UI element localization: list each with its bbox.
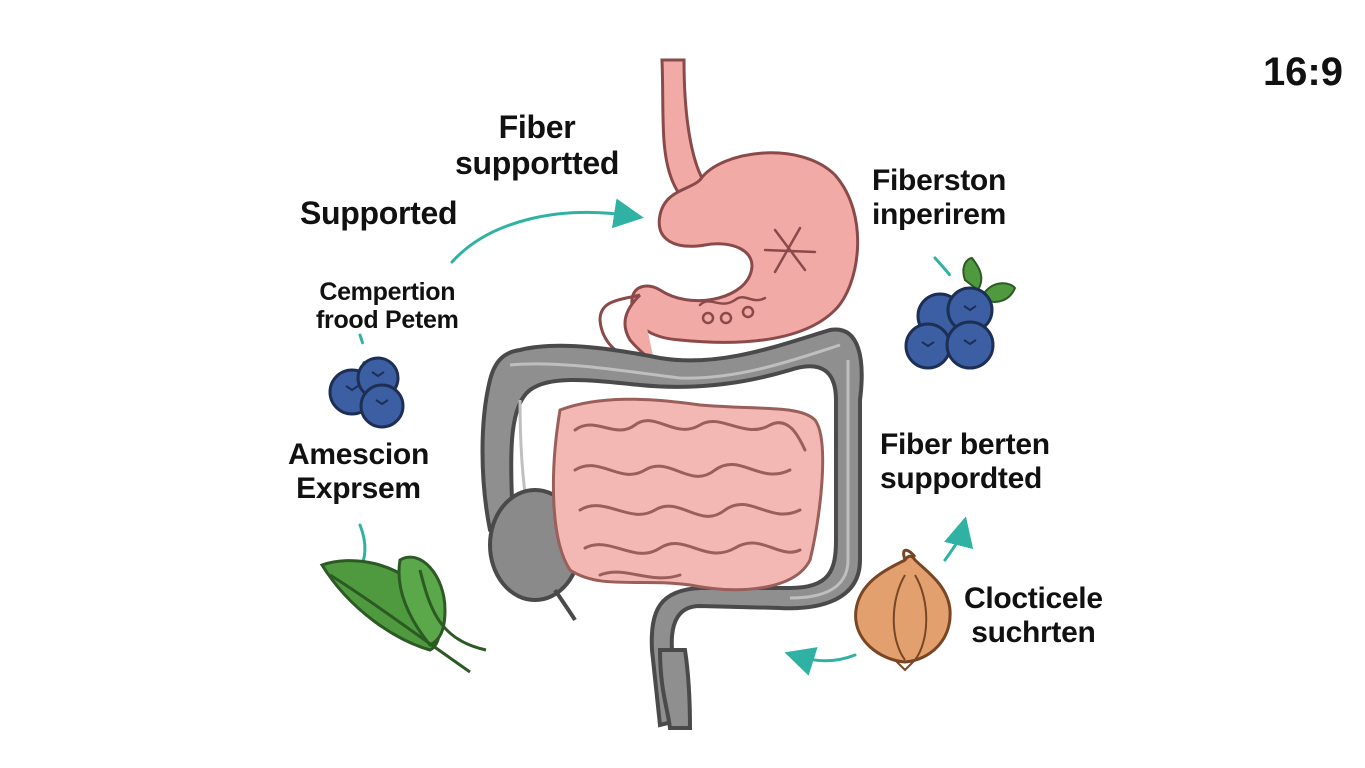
label-line: Fiber berten (880, 428, 1050, 461)
arrow-up-right (943, 516, 974, 562)
label-line: supportted (455, 144, 620, 181)
label-line: Cempertion (319, 278, 456, 306)
label-line: suchrten (971, 615, 1096, 649)
blueberries-icon (904, 256, 1017, 370)
spinach-leaves-icon (319, 555, 487, 674)
label-line: Clocticele (964, 582, 1103, 615)
arc-right-top (933, 256, 994, 407)
arrow-left-bottom (784, 647, 857, 676)
label-fiber-berten: Fiber berten suppordted (880, 428, 1050, 495)
arrow-to-stomach (450, 198, 644, 264)
label-supported: Supported (300, 195, 458, 231)
colon-illustration (480, 327, 864, 730)
aspect-ratio-label: 16:9 (1262, 50, 1343, 94)
label-line: Fiberston (872, 164, 1006, 197)
label-clocticele: Clocticele suchrten (964, 582, 1103, 649)
small-intestine-illustration (551, 397, 825, 592)
label-fiber-supported: Fiber supportted (455, 109, 620, 182)
label-cempertion: Cempertion frood Petem (316, 278, 459, 334)
label-amescion: Amescion Exprsem (288, 438, 429, 505)
label-line: Amescion (288, 438, 429, 471)
label-line: frood Petem (316, 306, 459, 334)
label-line: inperirem (872, 197, 1007, 231)
stomach-illustration (598, 58, 860, 367)
label-fiberston: Fiberston inperirem (872, 164, 1006, 231)
label-line: suppordted (880, 461, 1042, 495)
onion-icon (854, 548, 952, 672)
label-line: Exprsem (296, 471, 421, 505)
label-line: Fiber (498, 109, 576, 145)
blueberries-icon (328, 356, 405, 429)
